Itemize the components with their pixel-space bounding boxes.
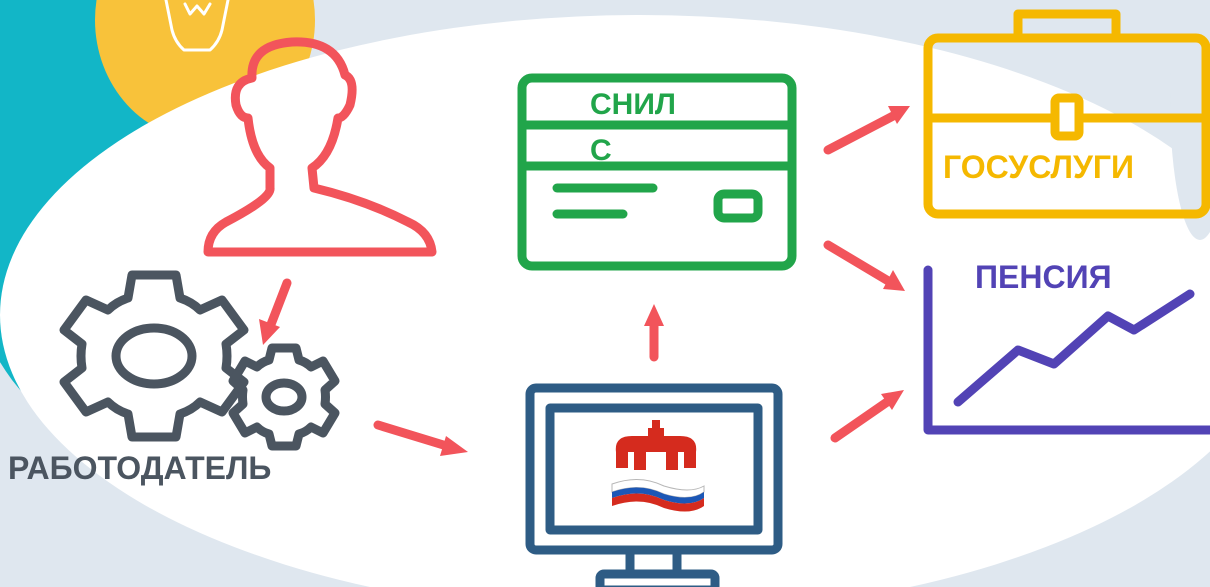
arrow-snils-to-pension (823, 240, 905, 291)
arrow-computer-to-snils (644, 304, 664, 362)
lightbulb-icon (164, 0, 230, 52)
snils-label-line1: СНИЛ (590, 88, 676, 121)
snils-card-icon (517, 73, 797, 271)
briefcase-icon (923, 9, 1210, 219)
gosuslugi-label: ГОСУСЛУГИ (943, 149, 1135, 185)
pension-label: ПЕНСИЯ (975, 259, 1112, 295)
gears-icon (59, 270, 340, 451)
arrow-person-to-employer (259, 278, 292, 345)
computer-icon (525, 383, 783, 587)
arrow-snils-to-gosuslugi (823, 106, 910, 155)
snils-label-line2: С (590, 134, 612, 167)
arrow-computer-to-pension (830, 390, 904, 443)
white-oval (0, 15, 1210, 587)
pension-chart-icon (923, 265, 1210, 435)
large-gear (59, 270, 249, 442)
person-icon (203, 37, 437, 257)
large-gear-hub (111, 323, 197, 389)
arrows (259, 106, 910, 456)
small-gear (228, 343, 340, 451)
pfr-logo-icon (611, 420, 705, 512)
employer-label: РАБОТОДАТЕЛЬ (8, 450, 272, 486)
small-gear-hub (261, 378, 307, 416)
arrow-employer-to-computer (373, 420, 468, 456)
